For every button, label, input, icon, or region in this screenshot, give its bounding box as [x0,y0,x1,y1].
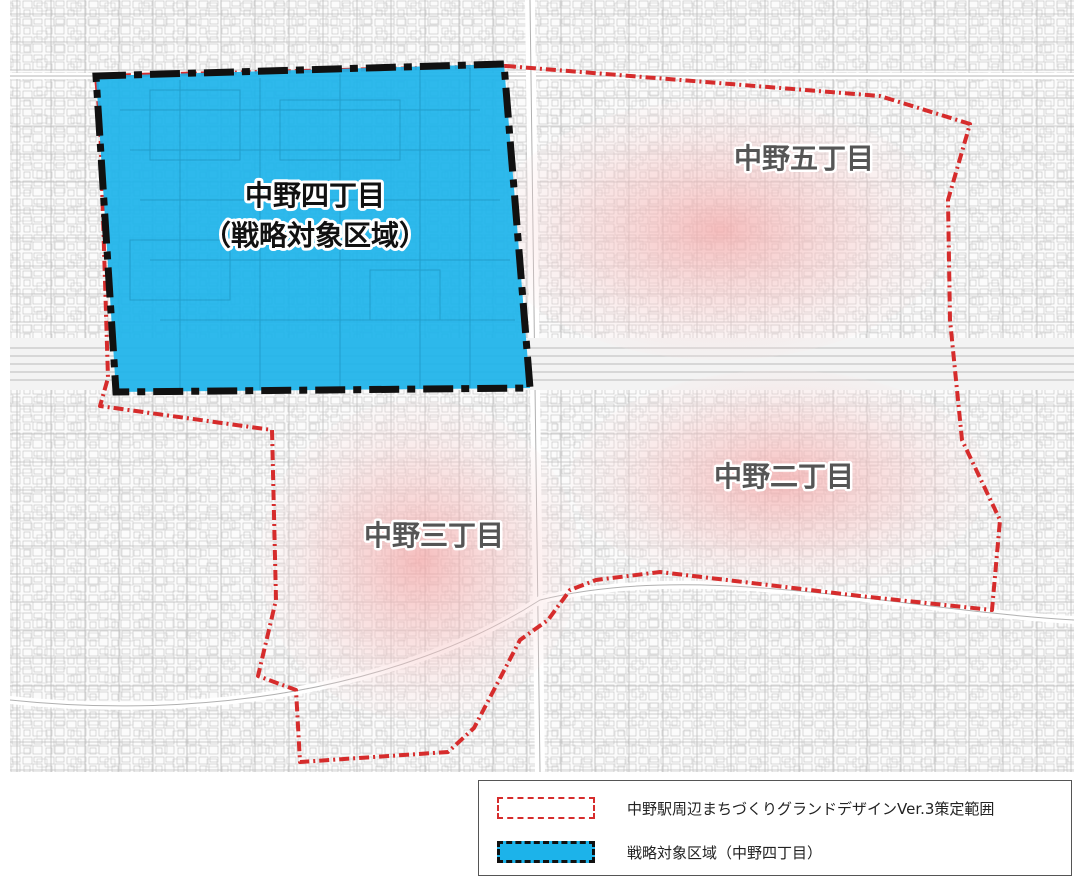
legend-label-strategy-area: 戦略対象区域（中野四丁目） [627,843,823,862]
legend-label-grand-design: 中野駅周辺まちづくりグランドデザインVer.3策定範囲 [627,799,995,818]
strategy-area-map-detail [120,68,515,390]
district-label-nakano-3: 中野三丁目 [364,519,504,552]
district-label-nakano-2: 中野二丁目 [714,460,854,493]
legend-blue-area-symbol [497,841,595,863]
grand-design-boundary[interactable] [94,64,1002,764]
district-label-nakano-5: 中野五丁目 [734,142,874,175]
strategy-target-area[interactable] [92,60,534,396]
pink-tint-areas [260,100,990,720]
legend-item-grand-design: 中野駅周辺まちづくりグランドデザインVer.3策定範囲 [497,797,994,819]
map-legend: 中野駅周辺まちづくりグランドデザインVer.3策定範囲 戦略対象区域（中野四丁目… [478,780,1072,876]
district-label-nakano-4: 中野四丁目 [245,179,385,212]
legend-red-dashed-symbol [497,797,595,819]
legend-item-strategy-area: 戦略対象区域（中野四丁目） [497,841,822,863]
district-labels: 中野四丁目 （戦略対象区域） 中野五丁目 中野二丁目 中野三丁目 [200,140,877,555]
district-label-nakano-4-sub: （戦略対象区域） [203,219,427,252]
